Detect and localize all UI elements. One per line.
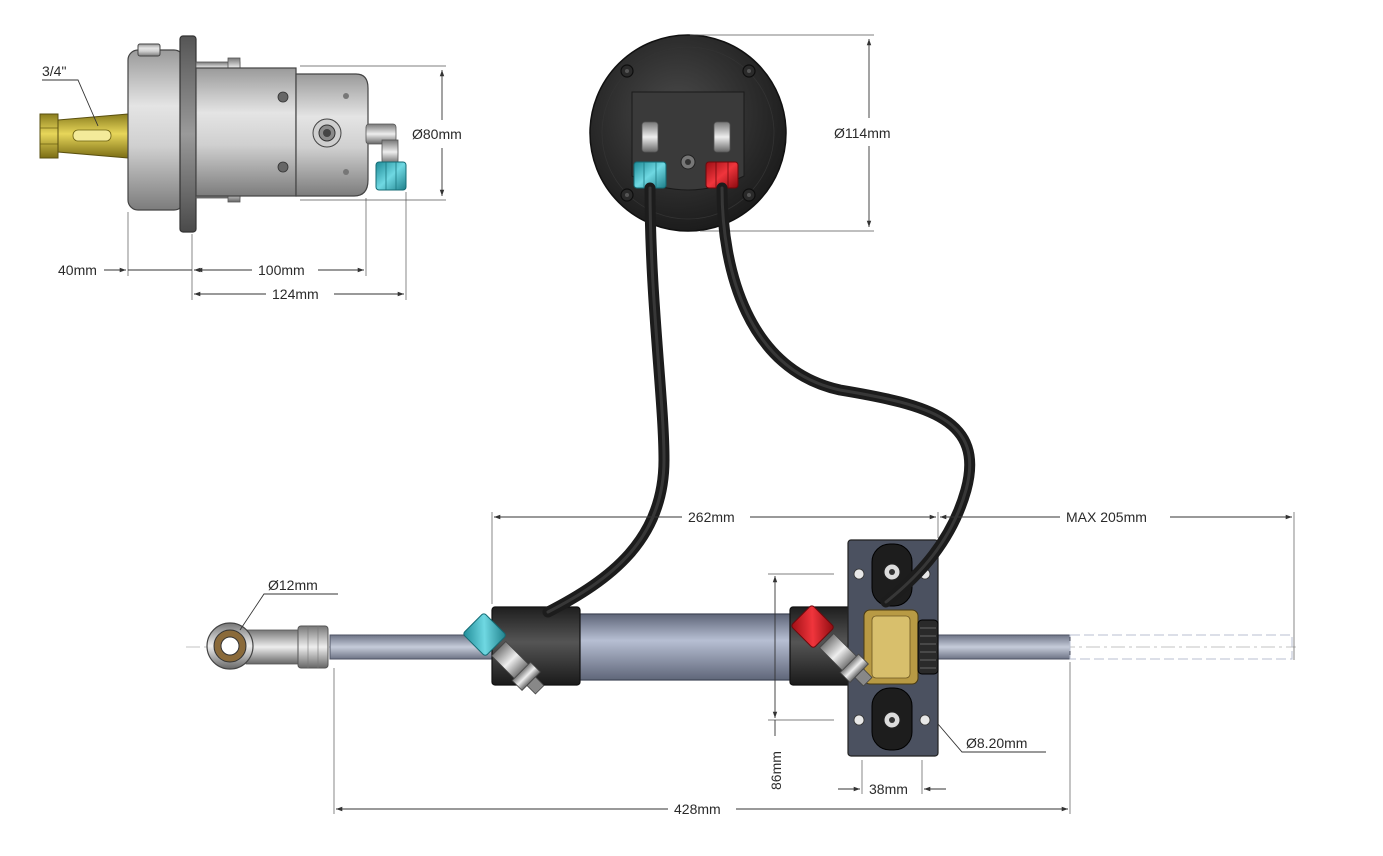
cylinder-length-label: 262mm: [688, 509, 735, 525]
bezel-dimensions: Ø114mm: [690, 34, 891, 232]
pump-diameter-label: Ø80mm: [412, 126, 462, 142]
hydraulic-hoses: [542, 182, 976, 618]
pump-dimensions: 3/4" Ø80mm 40mm 100mm 124mm: [42, 63, 462, 302]
steering-cylinder: [186, 606, 1296, 686]
shaft-size-label: 3/4": [42, 63, 66, 79]
cylinder-fittings: [463, 605, 873, 695]
body-length-label: 100mm: [258, 262, 305, 278]
cylinder-dimensions: 262mm MAX 205mm Ø12mm Ø8.20mm 86mm 38mm …: [239, 509, 1295, 817]
max-stroke-label: MAX 205mm: [1066, 509, 1147, 525]
tiller-bracket: [847, 539, 939, 757]
bracket-width-label: 38mm: [869, 781, 908, 797]
bracket-hole-label: Ø8.20mm: [966, 735, 1027, 751]
helm-pump-side-view: [39, 35, 407, 233]
total-length-label: 124mm: [272, 286, 319, 302]
bracket-height-label: 86mm: [768, 751, 784, 790]
overall-length-label: 428mm: [674, 801, 721, 817]
rod-end: [206, 622, 329, 670]
bezel-diameter-label: Ø114mm: [834, 125, 891, 141]
rod-end-diameter-label: Ø12mm: [268, 577, 318, 593]
shaft-length-label: 40mm: [58, 262, 97, 278]
helm-pump-rear-view: [589, 34, 787, 232]
